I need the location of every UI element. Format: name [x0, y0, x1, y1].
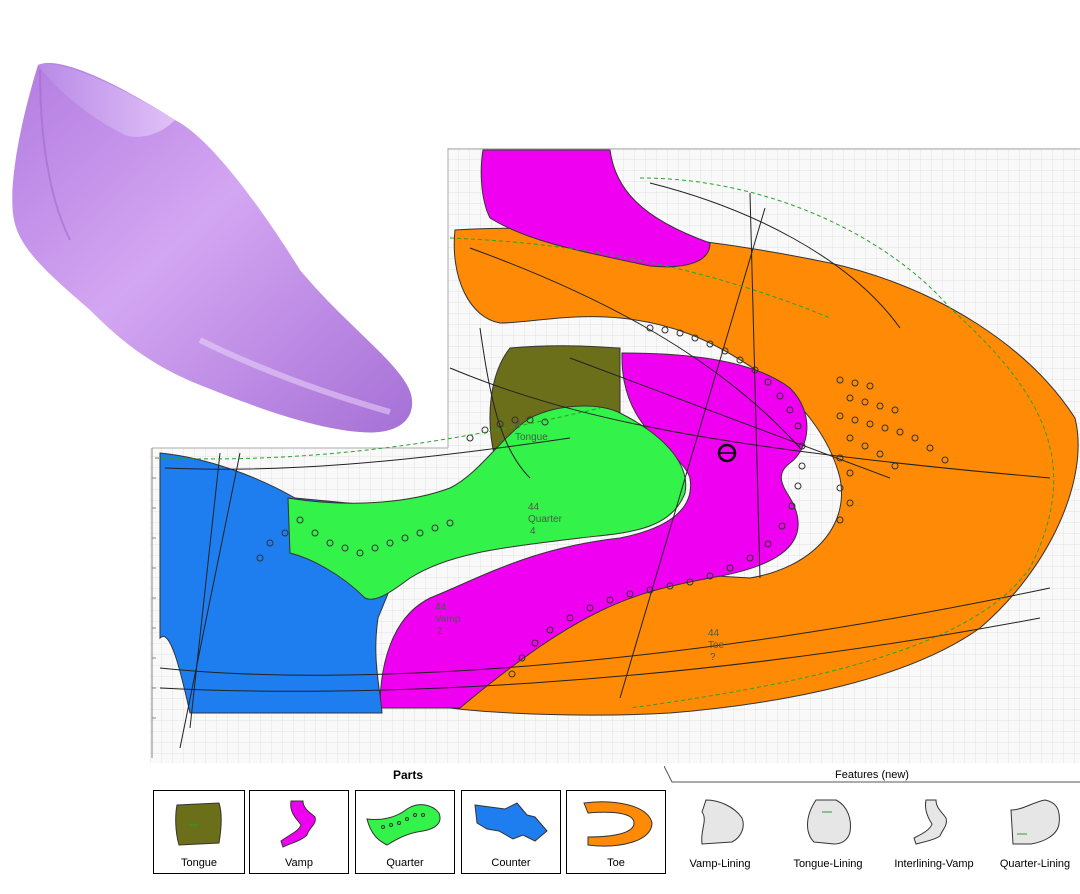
feature-tongue-lining[interactable]: Tongue-Lining: [780, 790, 876, 874]
piece-label-toe-size: 44: [708, 628, 720, 639]
pattern-canvas[interactable]: 44 Quarter 4 44 Vamp 2 44 Toe ? 4 Tongue: [150, 148, 1080, 768]
counter-piece-icon: [474, 802, 548, 842]
feature-quarter-lining[interactable]: Quarter-Lining: [990, 790, 1080, 874]
quarter-piece[interactable]: [287, 405, 687, 600]
part-vamp[interactable]: Vamp: [249, 790, 349, 874]
piece-label-vamp-num: 2: [437, 626, 443, 637]
piece-label-tongue-size: 4: [515, 420, 521, 431]
part-counter[interactable]: Counter: [461, 790, 561, 874]
feature-vamp-lining-label: Vamp-Lining: [689, 858, 751, 870]
part-counter-label: Counter: [491, 857, 531, 869]
vamp-piece[interactable]: [379, 352, 808, 709]
feature-interlining-vamp[interactable]: Interlining-Vamp: [884, 790, 984, 874]
shoe-last-render: [12, 63, 413, 433]
quarter-lining-icon: [1010, 799, 1060, 845]
part-toe-label: Toe: [607, 857, 625, 869]
feature-tongue-lining-label: Tongue-Lining: [793, 858, 863, 870]
quarter-piece-icon: [366, 804, 441, 846]
part-tongue-label: Tongue: [180, 857, 218, 869]
piece-label-quarter-name: Quarter: [528, 514, 563, 525]
part-quarter[interactable]: Quarter: [355, 790, 455, 874]
tab-parts[interactable]: Parts: [392, 768, 424, 782]
piece-label-toe-num: ?: [710, 652, 716, 663]
piece-label-quarter-size: 44: [528, 502, 540, 513]
vamp-lining-icon: [701, 799, 744, 845]
part-quarter-label: Quarter: [386, 857, 424, 869]
interlining-vamp-icon: [913, 799, 947, 845]
piece-label-vamp-size: 44: [435, 602, 447, 613]
construction-lines: [159, 182, 1051, 749]
left-ruler: [151, 448, 156, 758]
feature-interlining-vamp-label: Interlining-Vamp: [894, 858, 974, 870]
toe-piece-icon: [583, 801, 653, 847]
piece-label-toe-name: Toe: [708, 640, 725, 651]
feature-vamp-lining[interactable]: Vamp-Lining: [672, 790, 768, 874]
part-tongue[interactable]: Tongue: [153, 790, 245, 874]
part-toe[interactable]: Toe: [566, 790, 666, 874]
feature-quarter-lining-label: Quarter-Lining: [999, 858, 1071, 870]
seam-allowance-lines: [154, 177, 1055, 709]
vamp-piece-icon: [280, 800, 316, 848]
piece-label-vamp-name: Vamp: [435, 614, 461, 625]
tongue-piece-icon: [175, 802, 222, 846]
tab-features[interactable]: Features (new): [835, 769, 909, 781]
vamp-strap[interactable]: [480, 149, 711, 268]
part-vamp-label: Vamp: [285, 857, 313, 869]
selection-marker[interactable]: [717, 443, 737, 463]
tongue-lining-icon: [807, 799, 851, 845]
piece-label-tongue-name: Tongue: [515, 432, 548, 443]
piece-label-quarter-num: 4: [530, 526, 536, 537]
